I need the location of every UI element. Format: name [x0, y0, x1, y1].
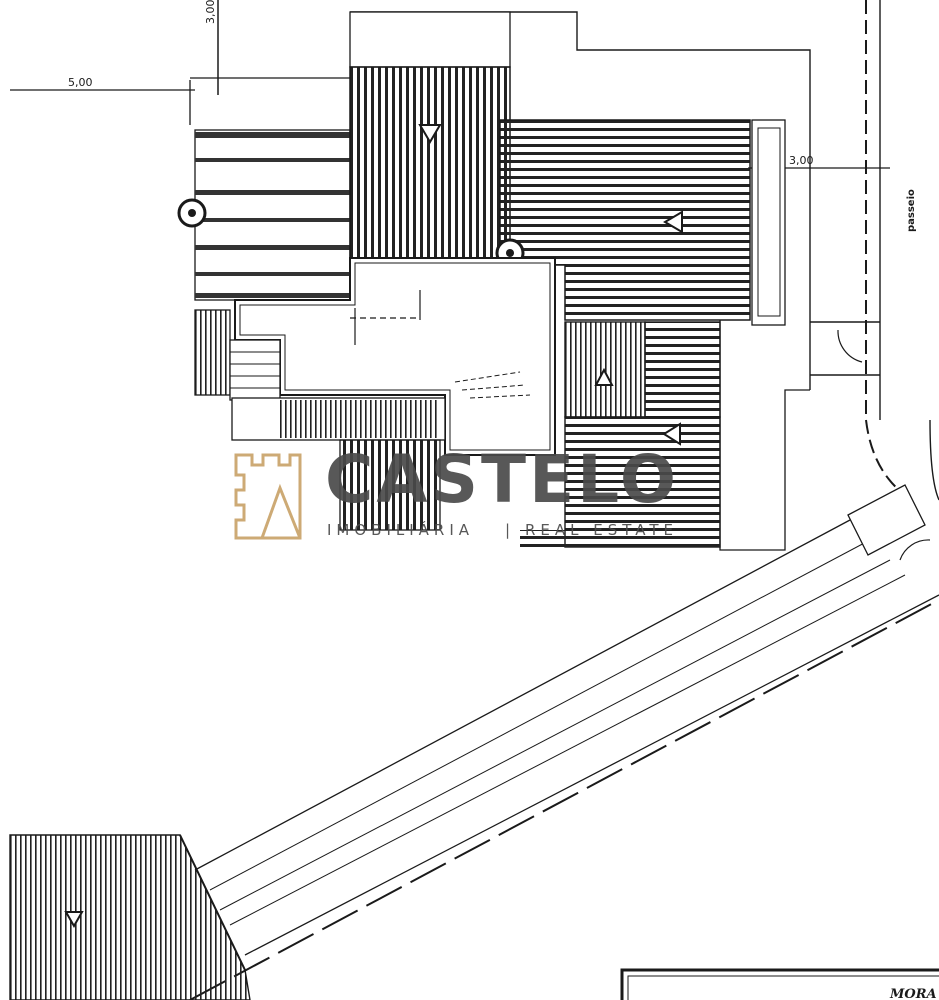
title-block-text: MORA	[889, 987, 937, 1000]
street-label: passeio	[906, 189, 917, 232]
dimension-left-label: 5,00	[68, 76, 93, 89]
dimension-top-label: 3,00	[204, 0, 217, 24]
brand-separator: |	[505, 521, 515, 539]
roof-section-southeast	[564, 320, 810, 551]
title-block: MORA	[620, 968, 939, 1000]
central-terrace	[234, 257, 556, 456]
pergola	[177, 129, 351, 301]
dimension-right-label: 3,00	[789, 154, 814, 167]
roof-section-neighbour	[9, 834, 251, 1000]
dimension-left: 5,00	[10, 76, 195, 125]
plot-boundary: passeio	[350, 0, 939, 501]
brand-tagline-right: REAL ESTATE	[525, 521, 678, 539]
brand-tagline-left: IMOBILIÁRIA	[327, 520, 474, 539]
brand-name: CASTELO	[325, 441, 679, 518]
watermark: CASTELO IMOBILIÁRIA | REAL ESTATE	[234, 441, 679, 540]
staircase	[194, 309, 720, 548]
roof-section-north	[349, 11, 511, 263]
driveway	[189, 484, 939, 1000]
castle-icon	[234, 453, 302, 540]
dimension-top: 3,00	[190, 0, 350, 95]
